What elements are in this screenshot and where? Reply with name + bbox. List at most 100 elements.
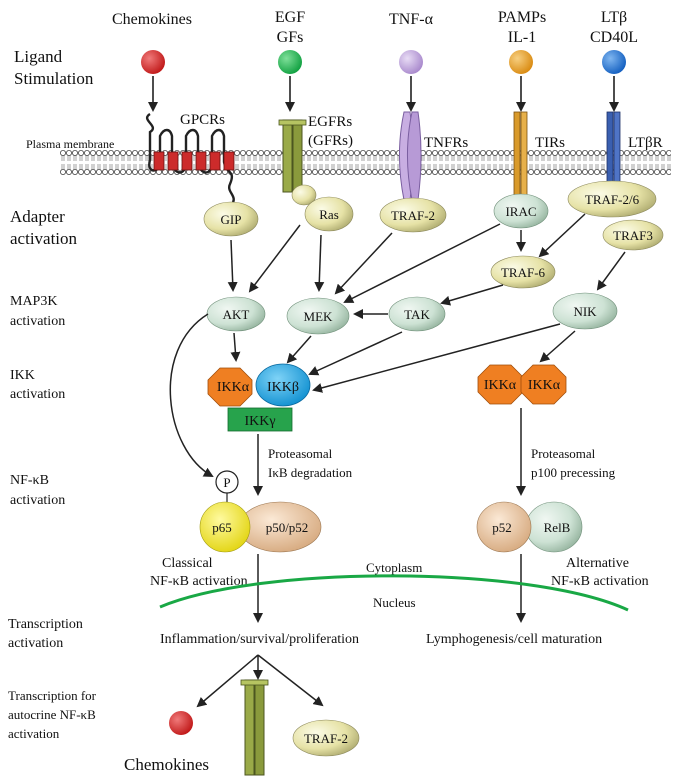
stage-ligand-line1: Ligand <box>14 47 63 66</box>
pathway-arrows <box>169 213 626 708</box>
stage-adapter-line1: Adapter <box>10 207 65 226</box>
ras-node <box>304 196 354 232</box>
stage-adapter-line2: activation <box>10 229 78 248</box>
autocrine-traf2-node <box>292 719 360 757</box>
outcome-alternative: Lymphogenesis/cell maturation <box>426 632 602 647</box>
ligand-chemokines-label: Chemokines <box>112 11 192 28</box>
stage-ikk-line2: activation <box>10 387 65 402</box>
alternative-label-line1: Alternative <box>566 556 629 571</box>
ligand-arrows <box>148 76 619 112</box>
ikk-alpha-2-label: IKKα <box>528 378 561 393</box>
outcome-classical: Inflammation/survival/proliferation <box>160 632 359 647</box>
adapter-nodes: GIP Ras TRAF-2 IRAC TRAF-2/6 TRAF3 TRAF-… <box>203 180 664 289</box>
ligand-egf-label: EGF <box>275 9 305 26</box>
nik-node <box>552 292 618 330</box>
stage-map3k-line2: activation <box>10 314 65 329</box>
stage-labels: Ligand Stimulation Adapter activation MA… <box>8 47 97 741</box>
ras-small-node <box>291 184 317 206</box>
stage-ikk-line1: IKK <box>10 368 35 383</box>
autocrine-egfr <box>240 679 269 776</box>
p65-label: p65 <box>212 520 232 535</box>
proteasomal-classical-line2: IκB degradation <box>268 465 353 480</box>
traf26-label: TRAF-2/6 <box>585 192 640 207</box>
ligand-gfs-label: GFs <box>277 29 304 46</box>
gfrs-label: (GFRs) <box>308 133 353 149</box>
mek-node <box>286 297 350 335</box>
ltbr-label: LTβR <box>628 135 663 151</box>
annotation-text: Proteasomal IκB degradation Proteasomal … <box>150 446 649 647</box>
egfrs-label: EGFRs <box>308 114 352 130</box>
pamps-ligand <box>509 50 533 74</box>
mek-label: MEK <box>304 309 334 324</box>
stage-transcription-line1: Transcription <box>8 617 83 632</box>
nik-label: NIK <box>573 304 597 319</box>
nucleus-label: Nucleus <box>373 595 416 610</box>
relb-label: RelB <box>544 520 571 535</box>
autocrine-traf2-label: TRAF-2 <box>304 731 348 746</box>
egfr-receptor <box>278 119 307 193</box>
egf-ligand <box>278 50 302 74</box>
traf6-node <box>490 255 556 289</box>
tnf-ligand <box>399 50 423 74</box>
traf2-label: TRAF-2 <box>391 208 435 223</box>
stage-nfkb-line1: NF-κB <box>10 473 49 488</box>
stage-autocrine-line2: autocrine NF-κB <box>8 707 96 722</box>
stage-autocrine-line1: Transcription for <box>8 688 97 703</box>
traf3-node <box>602 219 664 251</box>
traf3-label: TRAF3 <box>613 228 653 243</box>
ligand-balls <box>141 50 626 74</box>
stage-autocrine-line3: activation <box>8 726 60 741</box>
nuclear-envelope <box>159 574 629 612</box>
tak-node <box>388 296 446 332</box>
alternative-label-line2: NF-κB activation <box>551 574 649 589</box>
classical-label-line2: NF-κB activation <box>150 574 248 589</box>
tnfrs-label: TNFRs <box>424 135 468 151</box>
tak-label: TAK <box>404 307 430 322</box>
p50p52-label: p50/p52 <box>266 520 309 535</box>
gip-node <box>203 201 259 237</box>
ikk-gamma-node <box>227 407 293 432</box>
p52-node <box>476 501 532 553</box>
autocrine-products: TRAF-2 Chemokines <box>124 679 360 776</box>
ligand-tnf-label: TNF-α <box>389 11 434 28</box>
traf2-node <box>379 197 447 233</box>
tirs-label: TIRs <box>535 135 565 151</box>
stage-nfkb-line2: activation <box>10 493 65 508</box>
ikk-beta-label: IKKβ <box>267 380 299 395</box>
ikk-gamma-label: IKKγ <box>244 414 275 429</box>
traf26-node <box>567 180 657 218</box>
classical-nfkb-dimer: P p65 p50/p52 <box>199 470 322 553</box>
p52-label: p52 <box>492 520 512 535</box>
stage-transcription-line2: activation <box>8 636 63 651</box>
gpcr-receptor <box>146 112 235 205</box>
tnfr-receptor <box>399 111 422 201</box>
irac-label: IRAC <box>505 204 536 219</box>
irac-node <box>493 193 549 229</box>
ligand-labels: Chemokines EGF GFs TNF-α PAMPs IL-1 LTβ … <box>112 9 638 46</box>
autocrine-chemokine <box>169 711 193 735</box>
plasma-membrane-label: Plasma membrane <box>26 137 114 151</box>
ltb-ligand <box>602 50 626 74</box>
chemokine-ligand <box>141 50 165 74</box>
ikk-classical-complex: IKKα IKKβ IKKγ <box>207 363 311 432</box>
ligand-ltb-label: LTβ <box>601 9 627 26</box>
phospho-label: P <box>223 475 230 490</box>
ligand-il1-label: IL-1 <box>508 29 536 46</box>
alternative-nfkb-dimer: p52 RelB <box>476 501 583 553</box>
ligand-pamps-label: PAMPs <box>498 9 546 26</box>
ikk-beta-node <box>255 363 311 407</box>
gip-label: GIP <box>221 212 242 227</box>
p65-node <box>199 501 251 553</box>
map3k-nodes: AKT MEK TAK NIK <box>206 292 618 335</box>
ikk-alpha-label: IKKα <box>217 380 250 395</box>
ras-label: Ras <box>319 207 339 222</box>
classical-label-line1: Classical <box>162 556 213 571</box>
stage-map3k-line1: MAP3K <box>10 294 57 309</box>
traf6-label: TRAF-6 <box>501 265 546 280</box>
ligand-cd40l-label: CD40L <box>590 29 638 46</box>
proteasomal-alt-line1: Proteasomal <box>531 446 596 461</box>
ikk-alternative-complex: IKKα IKKα <box>477 364 567 405</box>
gpcrs-label: GPCRs <box>180 112 225 128</box>
ikk-alpha-1-label: IKKα <box>484 378 517 393</box>
